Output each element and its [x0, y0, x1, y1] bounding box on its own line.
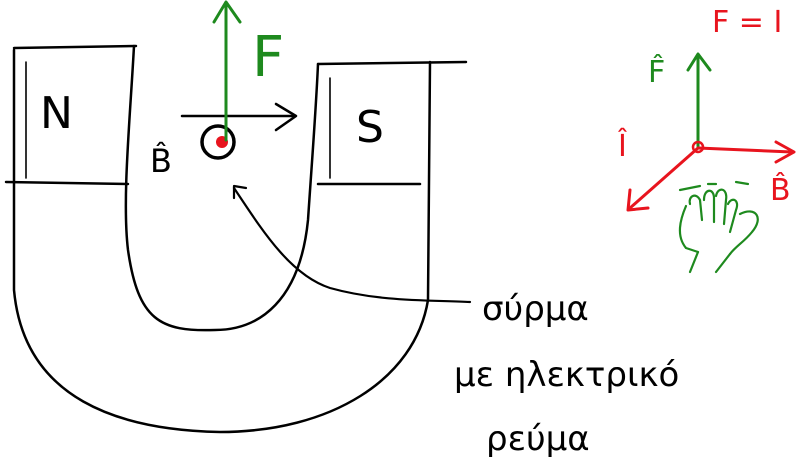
- vector-origin-marker: [691, 140, 705, 154]
- field-vector-right: [696, 140, 796, 164]
- current-vector-right: [626, 146, 700, 212]
- hand-icon: [678, 180, 759, 274]
- wire-cross-section-icon: [200, 124, 236, 160]
- current-label-right: Î: [617, 128, 627, 164]
- field-label-right: B̂: [770, 172, 791, 208]
- annotation-pointer-arrow: [232, 184, 472, 304]
- magnet-right-top-edge: [316, 60, 468, 66]
- field-arrow-left: [180, 102, 298, 132]
- force-vector-right: [686, 52, 712, 148]
- force-label-right: F̂: [648, 54, 665, 90]
- annotation-line-3: ρεύμα: [486, 419, 590, 459]
- north-pole-label: N: [40, 88, 73, 139]
- magnet-inner-outline: [124, 44, 320, 332]
- field-label-left: B̂: [150, 142, 172, 180]
- force-label-left: F: [252, 25, 284, 90]
- magnet-top-edge: [12, 44, 138, 50]
- south-pole-label: S: [356, 102, 384, 153]
- force-arrow-left: [212, 0, 242, 142]
- magnet-outer-outline: [12, 48, 432, 434]
- north-pole-boundary: [4, 180, 130, 186]
- equation-label: F = I: [712, 5, 782, 40]
- annotation-line-2: με ηλεκτρικό: [454, 355, 679, 395]
- horseshoe-magnet: [4, 44, 468, 434]
- annotation-line-1: σύρμα: [482, 289, 589, 329]
